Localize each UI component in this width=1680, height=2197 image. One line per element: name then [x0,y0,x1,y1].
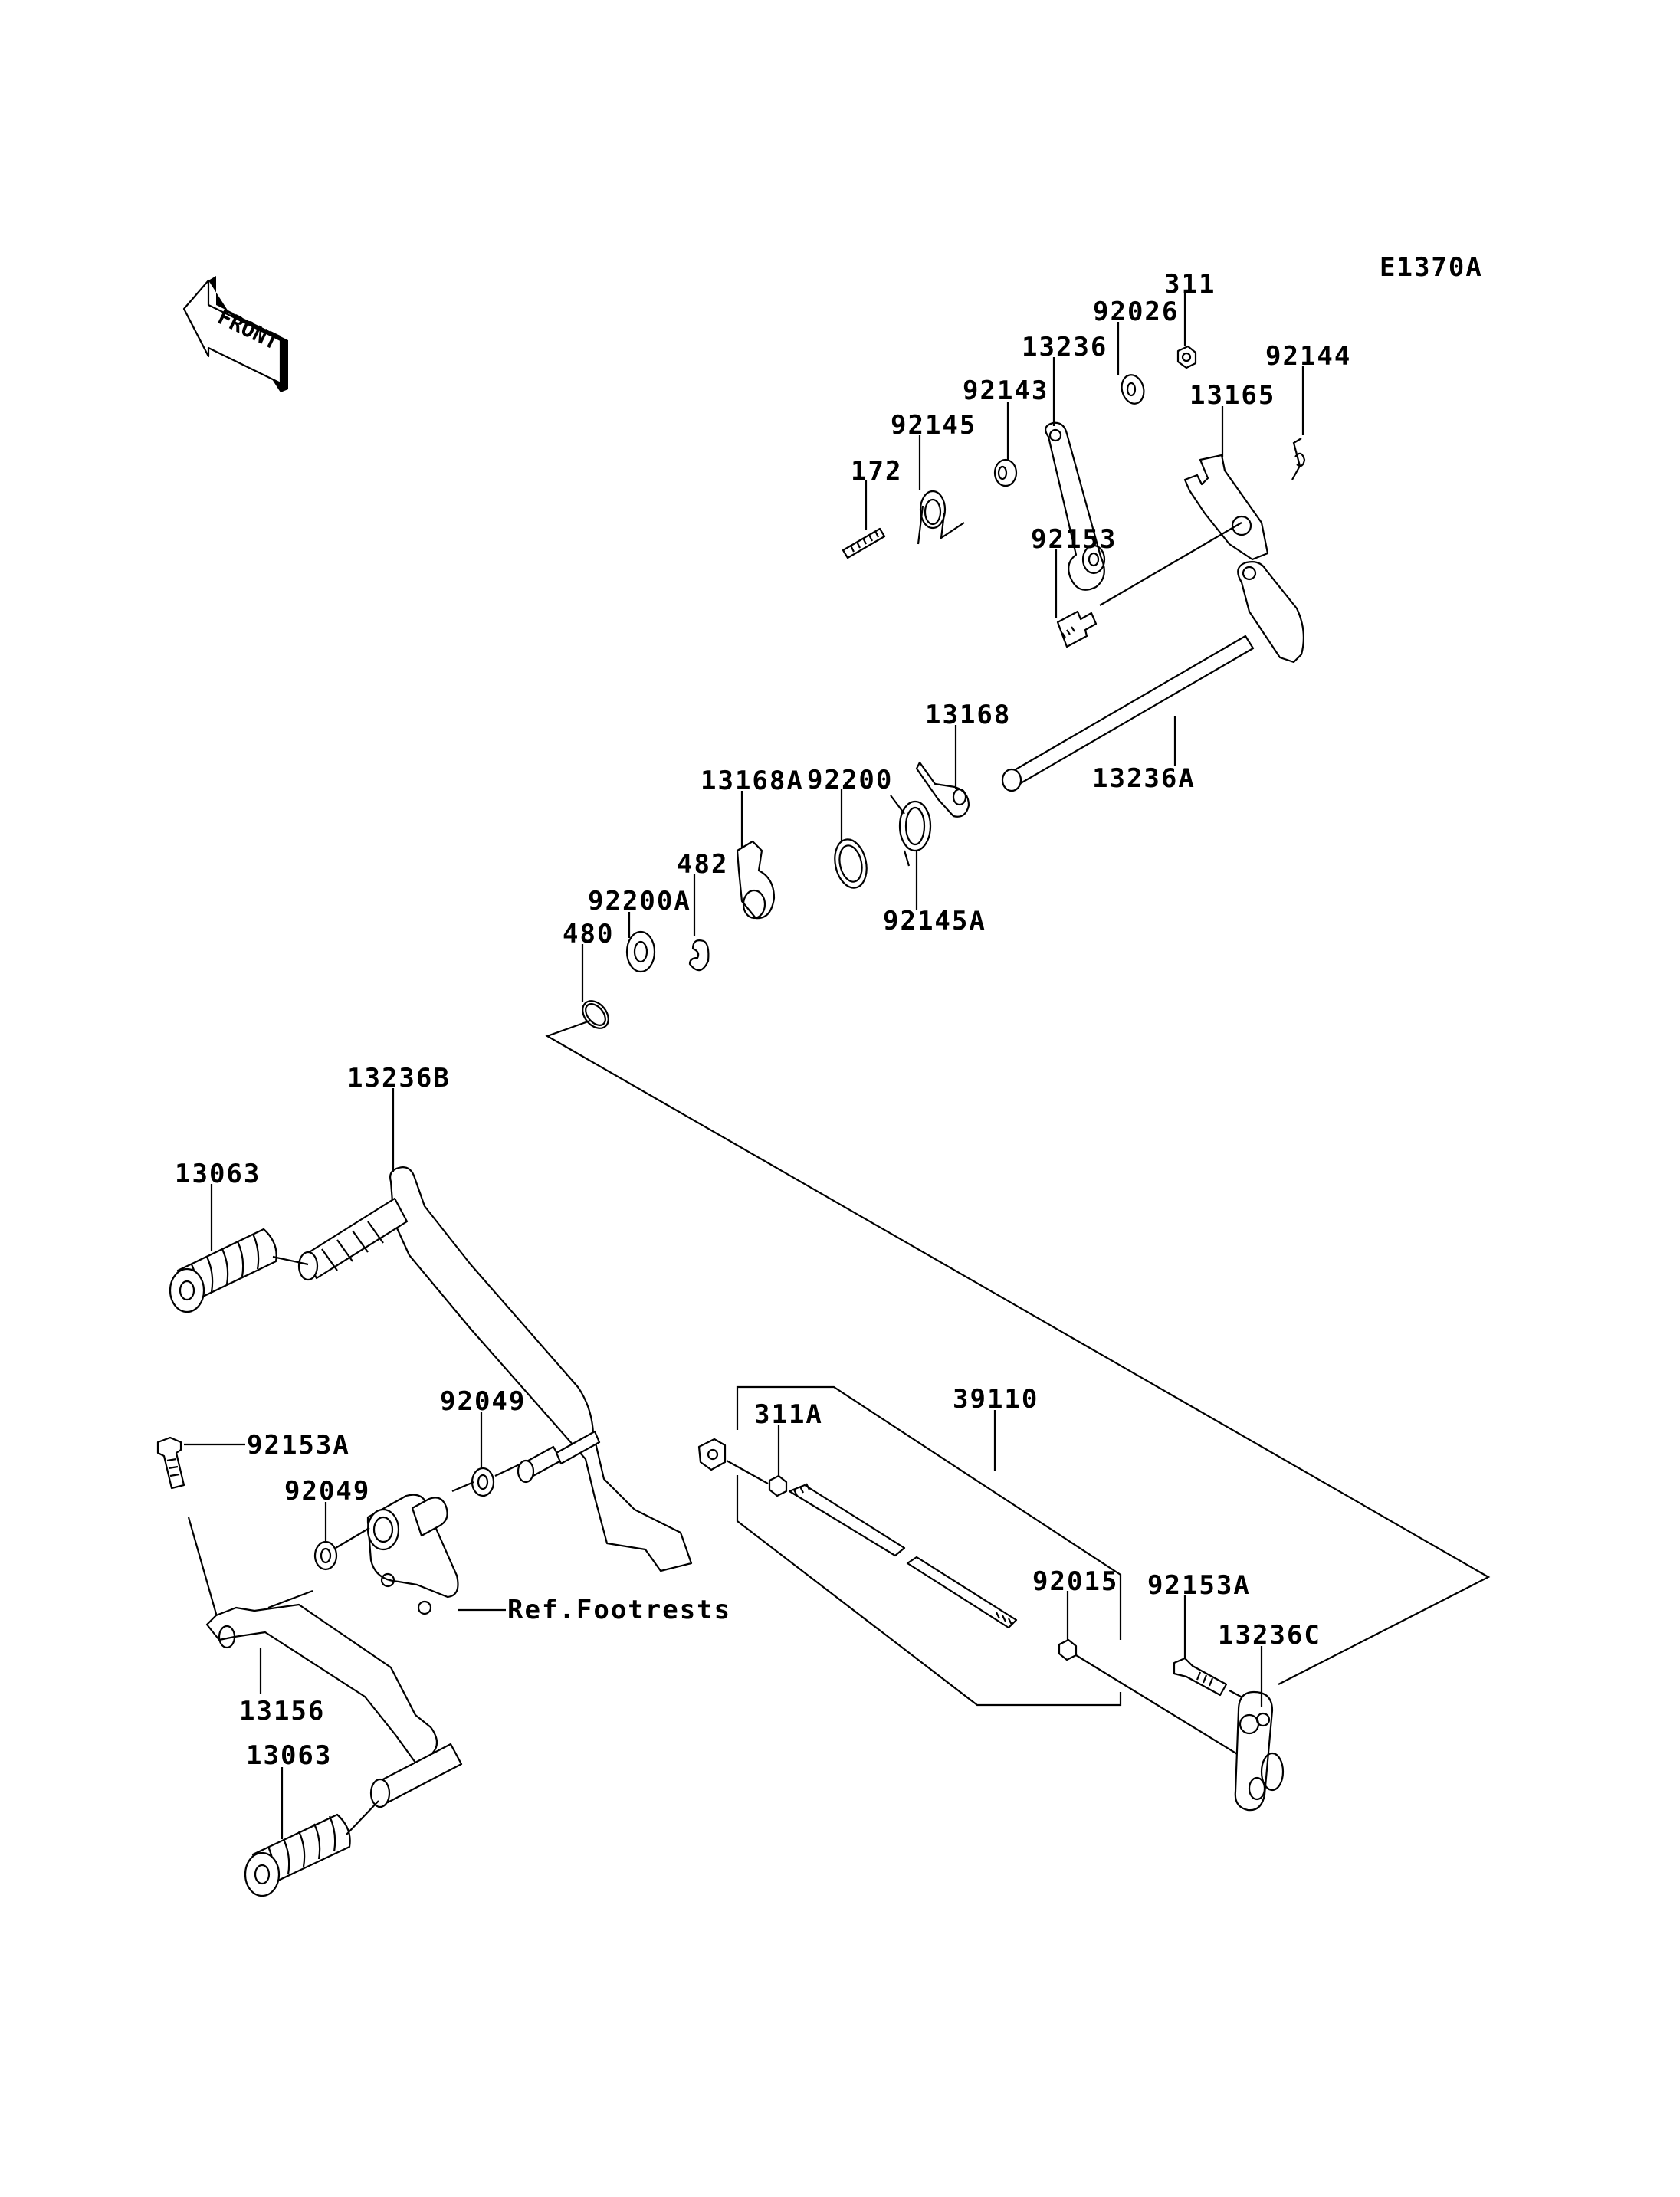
plate-13165 [1183,454,1269,561]
shaft-13236A [1001,561,1305,792]
callout-92026: 92026 [1093,297,1179,327]
callout-13168A: 13168A [701,766,804,796]
reference-note-footrests: Ref.Footrests [507,1595,731,1625]
footpeg-rubber-13063-upper [169,1228,277,1313]
callout-13156: 13156 [239,1696,325,1726]
callout-92143: 92143 [963,375,1048,406]
bolt-92153A-left [156,1436,185,1490]
nut-311 [1176,345,1197,369]
callout-13236C: 13236C [1218,1620,1321,1651]
callout-92200: 92200 [807,765,893,795]
callout-92144: 92144 [1265,341,1351,372]
spring-92145A [890,795,932,867]
callout-13063-upper: 13063 [175,1159,261,1189]
callout-13165: 13165 [1189,380,1275,411]
circlip-482 [688,939,710,972]
bolt-92153 [1056,610,1098,648]
lever-13236B [297,1166,693,1572]
callout-480: 480 [563,919,614,949]
lever-13156 [205,1603,438,1764]
callout-92153A-left: 92153A [247,1430,350,1461]
callout-482: 482 [677,849,728,880]
callout-13236B: 13236B [347,1063,451,1094]
lever-13168 [915,761,970,818]
stud-172 [842,527,886,559]
callout-39110: 39110 [953,1384,1039,1415]
callout-92145: 92145 [891,410,976,441]
callout-92015: 92015 [1032,1566,1118,1597]
drawing-code: E1370A [1380,252,1483,283]
callout-311: 311 [1164,269,1216,300]
callout-92049-lower: 92049 [284,1476,370,1507]
arm-13236C [1234,1690,1285,1812]
callout-13168: 13168 [925,700,1011,730]
callout-13236A: 13236A [1092,763,1196,794]
callout-92145A: 92145A [883,906,986,936]
front-arrow-icon: FRONT [182,276,288,392]
callout-13063-lower: 13063 [246,1740,332,1771]
tie-rod-bracket-top [736,1385,1122,1640]
callout-172: 172 [851,456,902,487]
lever-13168A [736,840,776,920]
callout-311A: 311A [754,1399,823,1430]
rod-end-joint [697,1438,727,1471]
tie-rod-39110 [788,1483,1018,1629]
assembly-bracket-line [545,1019,1491,1685]
spring-92144 [1291,438,1306,480]
pivot-bolt [517,1430,601,1484]
callout-92049-upper: 92049 [440,1386,526,1417]
callout-92200A: 92200A [588,886,691,917]
callout-92153: 92153 [1031,524,1117,555]
footrest-bracket [366,1494,459,1615]
tie-rod-bracket-bottom [736,1475,1122,1707]
callout-92153A-right: 92153A [1147,1570,1251,1601]
callout-labels: 311 92026 13236 92144 92143 13165 92145 … [175,269,1351,1771]
spring-92145 [917,490,965,545]
bolt-92153A-right [1173,1657,1228,1697]
callout-13236: 13236 [1022,332,1107,362]
arm-13236 [1045,421,1106,591]
